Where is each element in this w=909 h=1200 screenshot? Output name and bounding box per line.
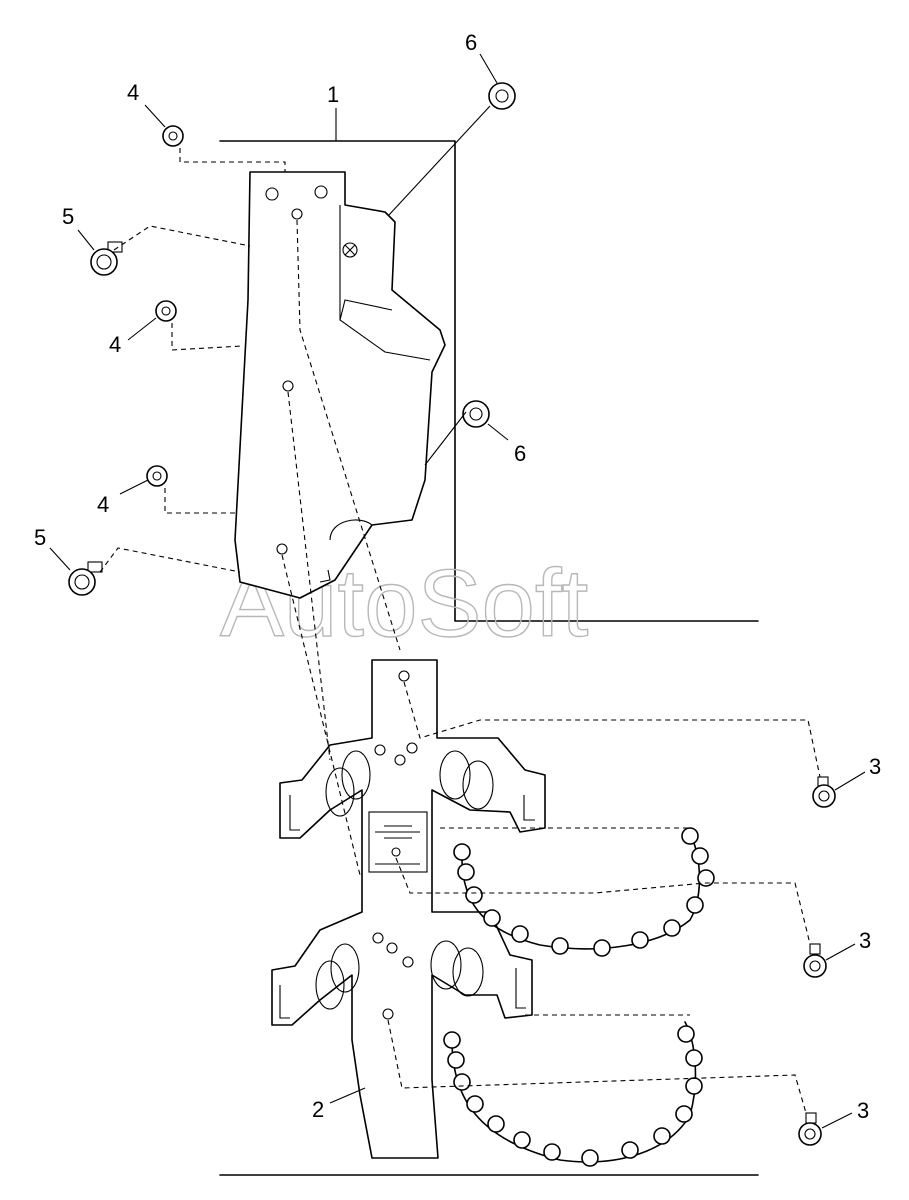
callout-4-bottom: 4 xyxy=(97,492,109,517)
nut-4-middle xyxy=(155,300,177,322)
bolt-3-bottom xyxy=(798,1112,822,1146)
nut-4-bottom xyxy=(146,465,168,487)
bead-cord-lower xyxy=(443,1021,703,1167)
callout-1: 1 xyxy=(327,82,339,107)
callout-6-top: 6 xyxy=(465,30,477,55)
lower-bracket xyxy=(271,659,546,1159)
callout-labels: 1 2 3 3 3 4 4 4 5 5 6 6 xyxy=(34,30,881,1123)
callout-3-bottom: 3 xyxy=(857,1098,869,1123)
washer-6-top xyxy=(488,82,516,110)
upper-housing xyxy=(234,171,446,599)
bolt-3-middle xyxy=(803,943,827,978)
callout-2: 2 xyxy=(312,1097,324,1122)
callout-3-top: 3 xyxy=(869,754,881,779)
assembly-lines xyxy=(99,148,821,1114)
callout-4-top: 4 xyxy=(127,80,139,105)
bolt-5-upper xyxy=(90,241,123,276)
frame-lines xyxy=(219,140,759,1176)
leader-lines xyxy=(49,53,866,1129)
callout-4-middle: 4 xyxy=(109,332,121,357)
nut-4-top xyxy=(162,125,184,147)
bolt-5-lower xyxy=(68,561,103,596)
callout-5-lower: 5 xyxy=(34,525,46,550)
callout-3-middle: 3 xyxy=(859,928,871,953)
callout-5-upper: 5 xyxy=(62,204,74,229)
washer-6-middle xyxy=(462,400,490,428)
bolt-3-top xyxy=(812,776,836,808)
callout-6-middle: 6 xyxy=(514,441,526,466)
